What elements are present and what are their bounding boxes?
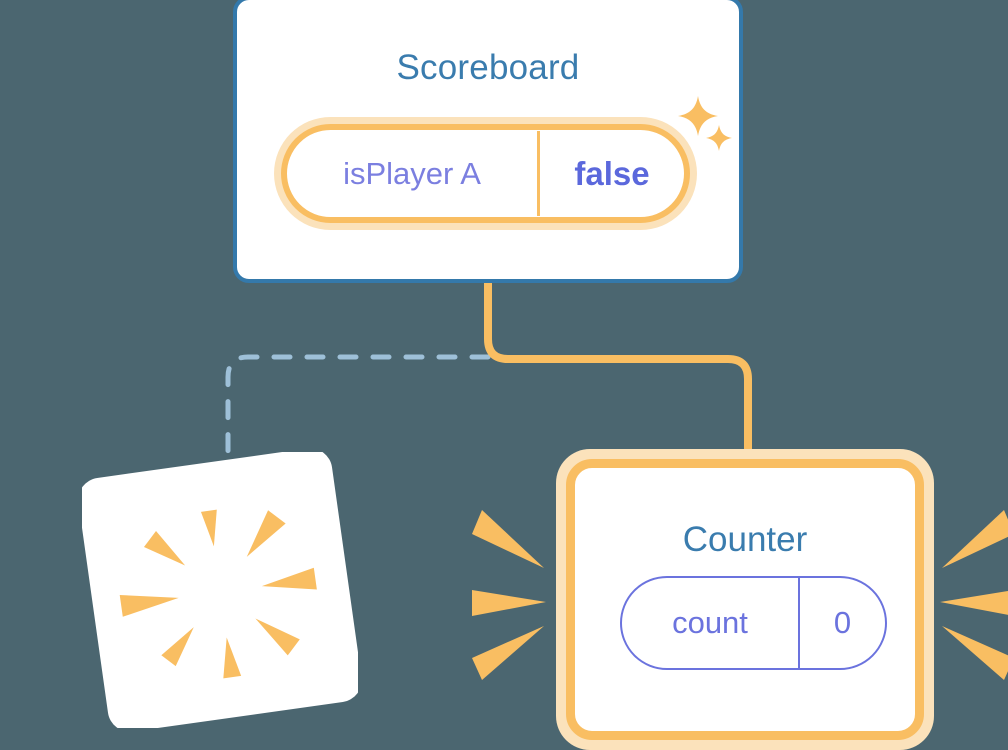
scoreboard-pill-divider: [537, 131, 540, 216]
counter-pill-value: 0: [833, 605, 852, 640]
scoreboard-pill-body[interactable]: isPlayer A false: [281, 124, 690, 223]
dashed-connector-path: [225, 354, 491, 468]
scoreboard-state-pill[interactable]: isPlayer A false: [274, 117, 697, 230]
sparkle-large-icon: [678, 96, 718, 136]
blank-card-surface: [82, 452, 358, 728]
counter-card[interactable]: Counter count 0: [566, 459, 924, 740]
counter-title: Counter: [682, 520, 808, 559]
blank-card-burst-icon: [119, 509, 317, 679]
sparkle-small-icon: [706, 125, 732, 151]
blank-card[interactable]: [82, 452, 358, 728]
scoreboard-title: Scoreboard: [396, 48, 580, 87]
counter-pill-key: count: [672, 605, 748, 640]
counter-state-pill[interactable]: count 0: [620, 576, 887, 670]
scoreboard-pill-key: isPlayer A: [343, 155, 481, 191]
scoreboard-pill-value: false: [574, 154, 650, 192]
counter-burst-left-icon: [472, 510, 546, 680]
solid-connector-path: [484, 283, 752, 462]
counter-burst-right-icon: [940, 510, 1008, 680]
counter-pill-divider: [798, 578, 800, 668]
